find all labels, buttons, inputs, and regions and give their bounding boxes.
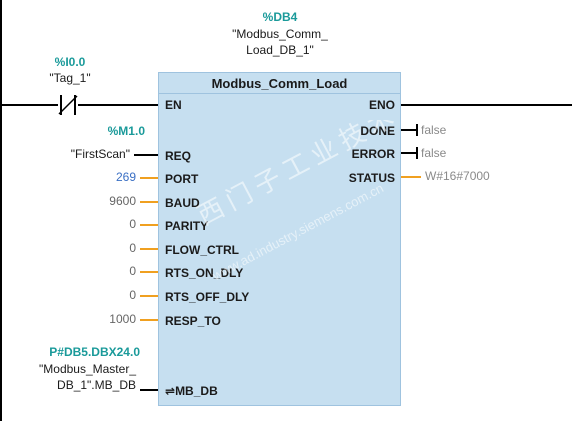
flow-ctrl-value[interactable]: 0 — [129, 241, 136, 255]
rts-on-dly-wire — [140, 271, 158, 273]
pin-resp-to: RESP_TO — [165, 314, 221, 328]
rung-wire-en — [78, 104, 158, 106]
mb-db-tag-line2[interactable]: DB_1".MB_DB — [57, 378, 136, 392]
pin-mb-db: ⇌MB_DB — [165, 384, 218, 398]
pin-baud: BAUD — [165, 196, 200, 210]
mb-db-address[interactable]: P#DB5.DBX24.0 — [49, 345, 140, 359]
flow-ctrl-wire — [140, 248, 158, 250]
power-rail — [0, 0, 2, 421]
req-wire — [134, 154, 158, 156]
pin-mb-db-label: MB_DB — [175, 384, 218, 398]
req-address[interactable]: %M1.0 — [107, 124, 145, 138]
modbus-comm-load-block[interactable]: Modbus_Comm_Load — [158, 72, 401, 406]
instance-db-address[interactable]: %DB4 — [262, 10, 298, 24]
pin-flow-ctrl: FLOW_CTRL — [165, 243, 239, 257]
rts-off-dly-wire — [140, 295, 158, 297]
done-wire — [401, 129, 417, 131]
contact-address[interactable]: %I0.0 — [54, 55, 86, 69]
contact-tag[interactable]: "Tag_1" — [49, 71, 91, 85]
pin-rts-off-dly: RTS_OFF_DLY — [165, 290, 250, 304]
error-wire — [401, 152, 417, 154]
instance-db-name-line1[interactable]: "Modbus_Comm_ — [232, 27, 328, 41]
baud-value[interactable]: 9600 — [109, 194, 136, 208]
inout-arrows-icon: ⇌ — [165, 384, 176, 398]
status-value[interactable]: W#16#7000 — [425, 169, 490, 183]
pin-en: EN — [165, 98, 182, 112]
mb-db-wire — [140, 389, 158, 391]
pin-port: PORT — [165, 172, 199, 186]
block-type-name: Modbus_Comm_Load — [159, 75, 400, 94]
status-wire — [401, 176, 421, 178]
rts-on-dly-value[interactable]: 0 — [129, 264, 136, 278]
done-value[interactable]: false — [421, 123, 447, 137]
resp-to-value[interactable]: 1000 — [109, 312, 136, 326]
pin-error: ERROR — [351, 147, 395, 161]
parity-value[interactable]: 0 — [129, 217, 136, 231]
pin-rts-on-dly: RTS_ON_DLY — [165, 266, 244, 280]
mb-db-tag-line1[interactable]: "Modbus_Master_ — [39, 362, 136, 376]
port-value[interactable]: 269 — [115, 170, 136, 184]
resp-to-wire — [140, 319, 158, 321]
rung-wire-eno — [401, 104, 572, 106]
rung-wire-left — [0, 104, 58, 106]
pin-done: DONE — [360, 124, 395, 138]
pin-parity: PARITY — [165, 219, 209, 233]
port-wire — [140, 177, 158, 179]
nc-contact-icon[interactable] — [56, 94, 80, 116]
done-wire-tick — [416, 124, 418, 136]
instance-db-name-line2[interactable]: Load_DB_1" — [246, 43, 314, 57]
pin-req: REQ — [165, 149, 192, 163]
req-tag[interactable]: "FirstScan" — [70, 147, 130, 161]
parity-wire — [140, 224, 158, 226]
baud-wire — [140, 201, 158, 203]
error-wire-tick — [416, 147, 418, 159]
rts-off-dly-value[interactable]: 0 — [129, 288, 136, 302]
pin-eno: ENO — [368, 98, 395, 112]
error-value[interactable]: false — [421, 146, 447, 160]
pin-status: STATUS — [348, 171, 395, 185]
